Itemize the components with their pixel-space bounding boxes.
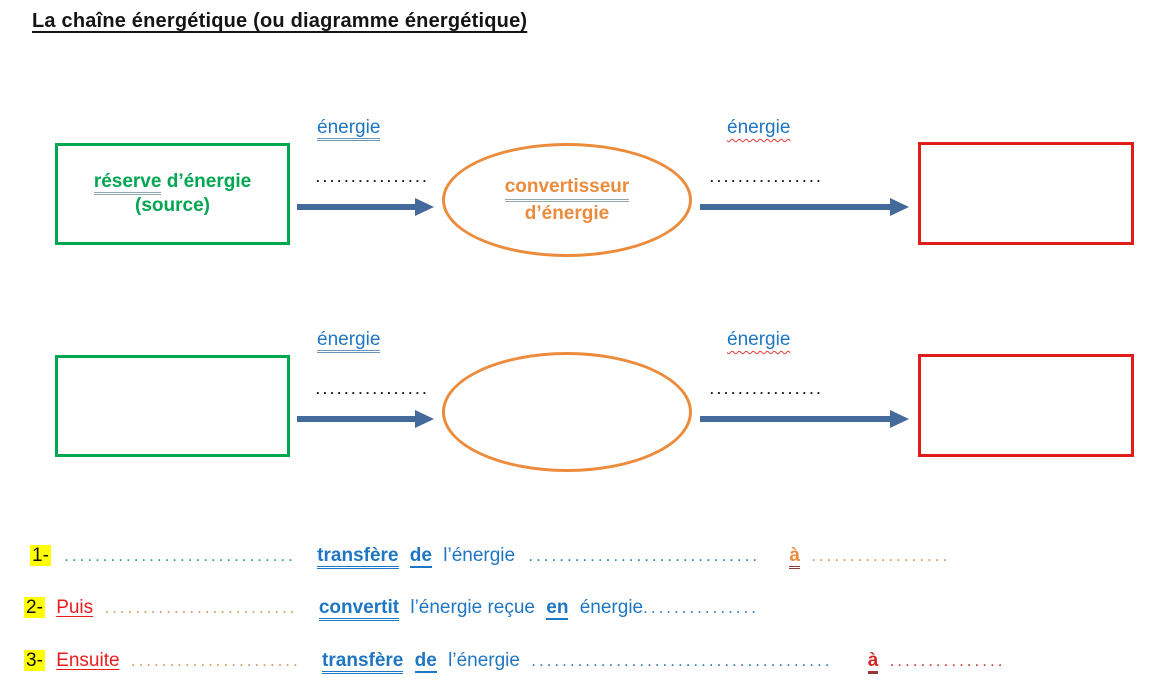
sentence-number-badge: 2- (24, 597, 45, 618)
verb-transfere: transfère (317, 545, 399, 569)
source-word-reserve: réserve (93, 171, 162, 196)
blank-dotted-line: .............................. (64, 546, 296, 565)
prep-de: de (414, 650, 437, 673)
converter-label: convertisseur d’énergie (445, 146, 689, 254)
blank-dotted-line: ................ (710, 382, 824, 397)
converter-word: convertisseur (504, 175, 630, 202)
prep-a-orange: à (789, 545, 800, 569)
blank-dotted-line: ......................... (104, 598, 298, 617)
object-energie: l’énergie (443, 545, 516, 566)
page-title: La chaîne énergétique (ou diagramme éner… (32, 10, 528, 32)
blank-dotted-line: ................ (316, 170, 430, 185)
arrow-right-icon (700, 198, 909, 216)
sentence-1: 1- .............................. transf… (30, 545, 951, 569)
source-box-label: réserve d’énergie (source) (58, 146, 287, 242)
prep-de: de (409, 545, 432, 568)
blank-dotted-line: ............... (889, 651, 1006, 670)
energy-label-3: énergie (317, 329, 381, 353)
intro-ensuite: Ensuite (56, 650, 120, 671)
receiver-box-empty (918, 354, 1134, 457)
blank-dotted-line: .............................. (528, 546, 761, 565)
sentence-number-badge: 3- (24, 650, 45, 671)
arrow-right-icon (297, 198, 434, 216)
blank-dotted-line: ................ (710, 170, 824, 185)
object-energie: énergie (579, 597, 644, 618)
sentence-3: 3- Ensuite ...................... transf… (24, 650, 1006, 674)
object-energie: l’énergie (448, 650, 520, 671)
energy-label-4: énergie (727, 329, 791, 350)
arrow-right-icon (297, 410, 434, 428)
blank-dotted-line: .................. (811, 546, 951, 565)
source-box: réserve d’énergie (source) (55, 143, 290, 245)
source-word-line2: (source) (135, 195, 210, 216)
sentence-2: 2- Puis ......................... conver… (24, 597, 759, 621)
converter-ellipse-empty (442, 352, 692, 472)
receiver-box (918, 142, 1134, 245)
verb-convertit: convertit (318, 597, 400, 621)
blank-dotted-line: ...................... (130, 651, 301, 670)
blank-dotted-line: ............... (643, 598, 759, 617)
arrow-right-icon (700, 410, 909, 428)
energy-label-1: énergie (317, 117, 381, 141)
intro-puis: Puis (56, 597, 94, 618)
object-energie-recue: l’énergie reçue (410, 597, 535, 618)
verb-transfere: transfère (322, 650, 404, 674)
converter-ellipse: convertisseur d’énergie (442, 143, 692, 257)
converter-word-line2: d’énergie (524, 202, 610, 224)
source-box-empty (55, 355, 290, 457)
sentence-number-badge: 1- (30, 545, 51, 566)
blank-dotted-line: ................ (316, 382, 430, 397)
energy-label-2: énergie (727, 117, 791, 138)
blank-dotted-line: ....................................... (531, 651, 833, 670)
source-word-rest: d’énergie (161, 171, 252, 193)
prep-a-red: à (867, 650, 879, 674)
prep-en: en (546, 597, 569, 620)
